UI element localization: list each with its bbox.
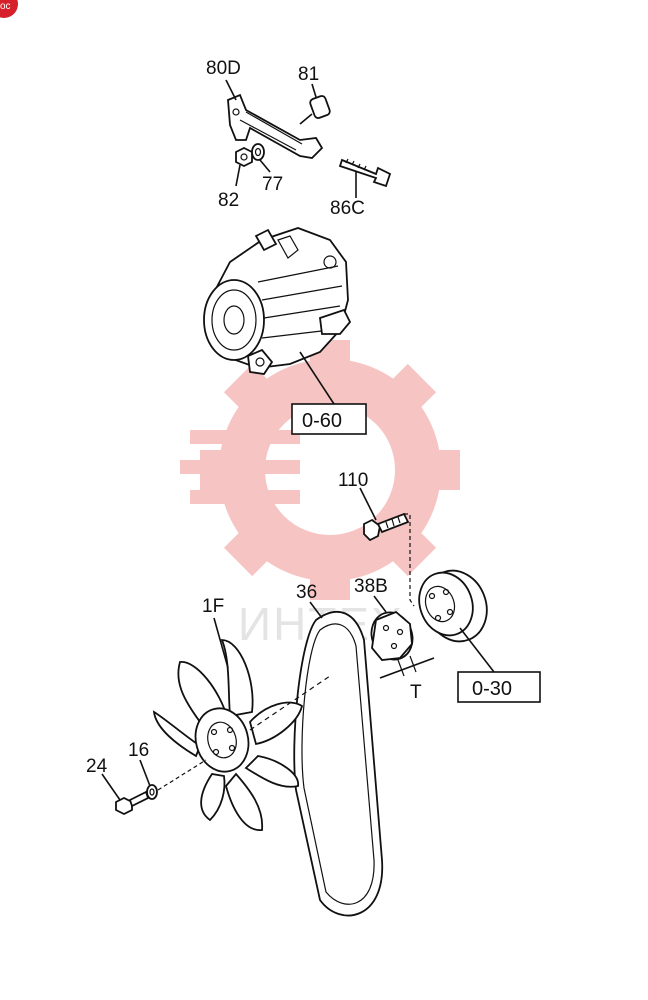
ref-pulley: 0-30 [472, 678, 512, 700]
dimension-t: T [379, 655, 435, 703]
washer-77 [251, 143, 265, 161]
bolt-81 [299, 95, 331, 125]
corner-badge: oc [0, 0, 18, 18]
alternator-assembly [203, 227, 352, 375]
label-77: 77 [262, 174, 283, 195]
label-80d: 80D [206, 58, 241, 79]
washer-16 [146, 784, 158, 800]
v-belt-36 [293, 610, 383, 917]
label-81: 81 [298, 64, 319, 85]
label-t: T [410, 682, 422, 703]
label-16: 16 [128, 740, 149, 761]
label-82: 82 [218, 190, 239, 211]
ref-box-alternator [291, 403, 367, 435]
pulley-hub [418, 569, 488, 643]
spacer-38b [370, 610, 414, 661]
label-86c: 86C [330, 198, 365, 219]
nut-82 [235, 146, 253, 168]
bolt-86c [338, 158, 392, 188]
label-24: 24 [86, 756, 108, 777]
fan-1f [152, 639, 304, 831]
label-110: 110 [338, 470, 368, 491]
label-38b: 38B [354, 576, 388, 597]
label-36: 36 [296, 582, 317, 603]
watermark-gear-logo [180, 340, 460, 600]
label-1f: 1F [202, 596, 224, 617]
corner-badge-text: oc [0, 1, 11, 12]
ref-alternator: 0-60 [302, 410, 342, 432]
ref-box-pulley [457, 671, 541, 703]
bolt-110 [363, 512, 410, 542]
bolt-24 [115, 790, 150, 816]
bracket-80d [227, 93, 324, 159]
